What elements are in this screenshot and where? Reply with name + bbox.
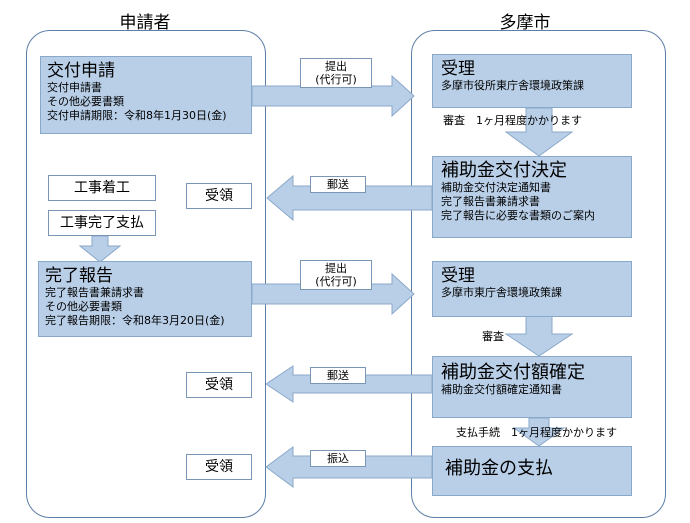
review-note-1: 審査 1ヶ月程度かかります — [443, 114, 582, 127]
down-arrow-review-2 — [504, 315, 574, 357]
apply-line: 交付申請書 — [47, 81, 102, 94]
construction-complete-payment-box: 工事完了支払 — [48, 210, 156, 236]
apply-line: 交付申請期限：令和8年1月30日(金) — [47, 109, 227, 122]
mail-label-1: 郵送 — [310, 176, 366, 193]
city-lane — [411, 30, 666, 518]
review-note-2: 審査 — [482, 330, 504, 343]
decision-title: 補助金交付決定 — [441, 160, 567, 181]
applicant-lane — [26, 30, 266, 518]
payment-box: 補助金の支払 — [432, 446, 632, 496]
report-title: 完了報告 — [45, 266, 113, 286]
mail-arrow-1 — [266, 174, 433, 222]
confirm-box: 補助金交付額確定 補助金交付額確定通知書 — [432, 356, 632, 418]
receive-box-2: 受領 — [186, 372, 252, 398]
receive-box-3: 受領 — [186, 454, 252, 480]
city-lane-title: 多摩市 — [499, 13, 551, 33]
mail-arrow-2 — [265, 365, 433, 403]
decision-line: 完了報告に必要な書類のご案内 — [441, 209, 595, 222]
accept-2-title: 受理 — [441, 266, 475, 286]
transfer-arrow — [265, 446, 433, 488]
report-line: 完了報告期限：令和8年3月20日(金) — [45, 314, 225, 327]
payment-title: 補助金の支払 — [445, 458, 553, 479]
accept-2-line: 多摩市東庁舎環境政策課 — [441, 286, 562, 299]
apply-line: その他必要書類 — [47, 95, 124, 108]
down-arrow-left — [78, 235, 122, 263]
confirm-title: 補助金交付額確定 — [441, 362, 585, 383]
confirm-line: 補助金交付額確定通知書 — [441, 383, 562, 396]
report-box: 完了報告 完了報告書兼請求書 その他必要書類 完了報告期限：令和8年3月20日(… — [38, 261, 252, 337]
payment-note: 支払手続 1ヶ月程度かかります — [456, 426, 617, 439]
accept-1-title: 受理 — [441, 59, 475, 79]
applicant-lane-title: 申請者 — [119, 13, 171, 33]
submit-label-2-line: 提出 — [325, 262, 347, 275]
mail-label-2: 郵送 — [310, 367, 366, 384]
decision-line: 補助金交付決定通知書 — [441, 181, 551, 194]
down-arrow-review-1 — [504, 107, 574, 157]
decision-line: 完了報告書兼請求書 — [441, 195, 540, 208]
accept-box-1: 受理 多摩市役所東庁舎環境政策課 — [432, 54, 632, 108]
down-arrow-payment — [512, 417, 566, 447]
report-line: 完了報告書兼請求書 — [45, 286, 144, 299]
construction-start-box: 工事着工 — [48, 175, 156, 201]
report-line: その他必要書類 — [45, 300, 122, 313]
submit-label-1: 提出 (代行可) — [300, 58, 372, 88]
transfer-label: 振込 — [310, 450, 366, 467]
apply-title: 交付申請 — [47, 61, 115, 81]
accept-box-2: 受理 多摩市東庁舎環境政策課 — [432, 261, 632, 317]
submit-arrow-1 — [251, 74, 415, 118]
receive-box-1: 受領 — [186, 183, 252, 209]
decision-box: 補助金交付決定 補助金交付決定通知書 完了報告書兼請求書 完了報告に必要な書類の… — [432, 156, 632, 238]
submit-label-1-line: (代行可) — [315, 73, 357, 86]
apply-box: 交付申請 交付申請書 その他必要書類 交付申請期限：令和8年1月30日(金) — [40, 56, 252, 134]
accept-1-line: 多摩市役所東庁舎環境政策課 — [441, 79, 584, 92]
submit-label-1-line: 提出 — [325, 60, 347, 73]
submit-arrow-2 — [251, 272, 415, 316]
submit-label-2-line: (代行可) — [315, 275, 357, 288]
submit-label-2: 提出 (代行可) — [300, 260, 372, 290]
